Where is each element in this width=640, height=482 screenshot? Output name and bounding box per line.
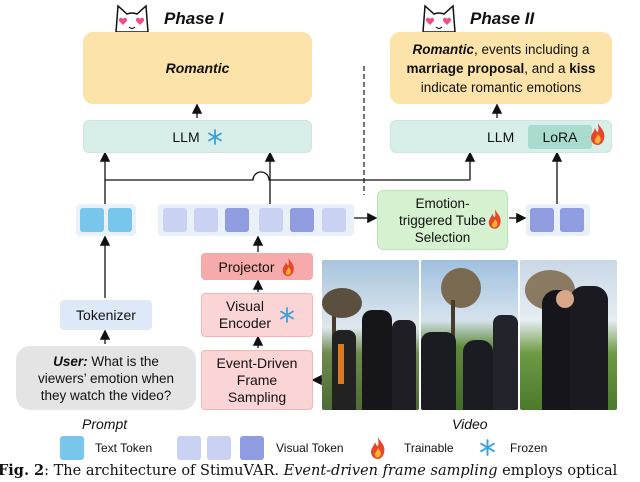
legend-frozen-label: Frozen bbox=[510, 441, 548, 455]
snowflake-icon bbox=[280, 307, 294, 323]
fire-icon bbox=[488, 209, 501, 229]
visual-token bbox=[259, 208, 283, 232]
video-frame bbox=[322, 260, 419, 410]
output-keyword-kiss: kiss bbox=[569, 61, 596, 76]
snowflake-icon bbox=[480, 439, 495, 456]
cat-face-icon bbox=[422, 4, 456, 33]
legend-trainable-label: Trainable bbox=[404, 441, 454, 455]
lora-adapter: LoRA bbox=[528, 125, 592, 149]
user-prompt: User: What is the viewers’ emotion when … bbox=[16, 346, 196, 410]
fire-icon bbox=[282, 257, 294, 276]
output-keyword-romantic: Romantic bbox=[412, 42, 474, 57]
fire-icon bbox=[591, 123, 605, 145]
selected-token-group bbox=[526, 204, 590, 236]
output-keyword-proposal: marriage proposal bbox=[406, 61, 525, 76]
llm-phase-one: LLM bbox=[83, 120, 312, 153]
emotion-tube-selection: Emotion- triggered Tube Selection bbox=[377, 190, 508, 250]
visual-token bbox=[225, 208, 249, 232]
legend-text-token-label: Text Token bbox=[95, 441, 153, 455]
visual-token bbox=[560, 208, 584, 232]
phase-two-title: Phase II bbox=[470, 9, 535, 28]
fire-icon bbox=[371, 437, 385, 459]
video-label: Video bbox=[452, 416, 488, 432]
text-token bbox=[80, 208, 104, 232]
projector: Projector bbox=[201, 253, 313, 280]
cat-face-icon bbox=[115, 4, 149, 33]
visual-token bbox=[322, 208, 346, 232]
visual-token bbox=[163, 208, 187, 232]
phase-two-output: Romantic, events including a marriage pr… bbox=[390, 32, 612, 104]
legend-visual-token-label: Visual Token bbox=[276, 441, 344, 455]
visual-token bbox=[290, 208, 314, 232]
legend-visual-token-swatch bbox=[207, 436, 231, 460]
video-frame bbox=[520, 260, 617, 410]
text-token bbox=[108, 208, 132, 232]
visual-token bbox=[194, 208, 218, 232]
text-token-group bbox=[76, 204, 136, 236]
visual-token bbox=[530, 208, 554, 232]
prompt-label: Prompt bbox=[82, 416, 128, 432]
visual-token-group bbox=[158, 204, 354, 236]
tokenizer: Tokenizer bbox=[60, 300, 152, 330]
legend-text-token-swatch bbox=[60, 436, 84, 460]
phase-one-output: Romantic bbox=[83, 32, 312, 104]
video-frame bbox=[421, 260, 518, 410]
snowflake-icon bbox=[207, 128, 222, 145]
event-driven-frame-sampling: Event-Driven Frame Sampling bbox=[201, 350, 313, 410]
phase-one-title: Phase I bbox=[164, 9, 224, 28]
figure-caption: Fig. 2: The architecture of StimuVAR. Ev… bbox=[0, 462, 618, 479]
visual-encoder: Visual Encoder bbox=[201, 293, 313, 337]
legend-visual-token-swatch bbox=[177, 436, 201, 460]
legend-visual-token-swatch bbox=[240, 436, 264, 460]
